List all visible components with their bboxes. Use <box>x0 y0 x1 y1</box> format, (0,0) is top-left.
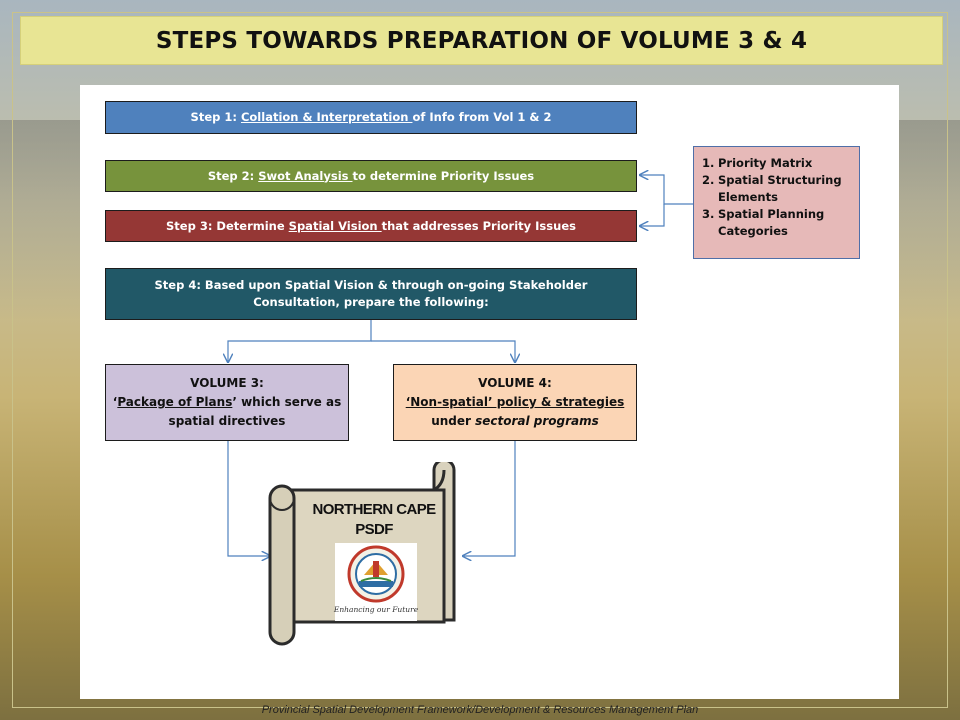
volume3-quote-open: ‘ <box>112 395 118 409</box>
volume3-line3: spatial directives <box>168 414 286 428</box>
volume4-line3-italic: sectoral programs <box>475 414 599 428</box>
list-item-text: Priority Matrix <box>718 156 813 170</box>
priority-list-box: 1. Priority Matrix 2. Spatial Structurin… <box>693 146 860 259</box>
step1-underlined: Collation & Interpretation <box>240 110 413 124</box>
step4-connector <box>228 320 372 362</box>
footer-text: Provincial Spatial Development Framework… <box>261 704 699 716</box>
step2-prefix: Step 2: <box>207 168 259 183</box>
list-item-number: 3. <box>702 207 715 221</box>
volume4-heading: VOLUME 4: <box>478 376 552 390</box>
step4-box: Step 4: Based upon Spatial Vision & thro… <box>105 268 637 320</box>
step4-line1: Step 4: Based upon Spatial Vision & thro… <box>154 278 588 292</box>
logo-caption: Enhancing our Future <box>333 605 419 614</box>
list-item-number: 1. <box>702 156 715 170</box>
northern-cape-logo <box>335 543 417 621</box>
title-bar: STEPS TOWARDS PREPARATION OF VOLUME 3 & … <box>20 16 943 65</box>
step2-box: Step 2: Swot Analysis to determine Prior… <box>105 160 637 192</box>
volume4-line3-prefix: under <box>431 414 476 428</box>
step1-prefix: Step 1: <box>190 110 241 124</box>
list-item-text: Spatial Structuring Elements <box>718 173 842 204</box>
step4-connector-vol4 <box>371 340 515 362</box>
step2-underlined: Swot Analysis <box>258 168 353 183</box>
scroll-title-line1: NORTHERN CAPE <box>312 501 436 518</box>
step4-line2: Consultation, prepare the following: <box>253 295 489 309</box>
step3-suffix: that addresses Priority Issues <box>381 218 576 233</box>
volume3-rest: ’ which serve as <box>232 395 342 409</box>
list-item: 3. Spatial Planning Categories <box>702 206 851 240</box>
vol3-connector <box>227 441 270 556</box>
volume3-heading: VOLUME 3: <box>190 376 264 390</box>
list-item-text: Spatial Planning Categories <box>718 207 825 238</box>
list-item: 1. Priority Matrix <box>702 155 851 172</box>
list-item: 2. Spatial Structuring Elements <box>702 172 851 206</box>
step1-box: Step 1: Collation & Interpretation of In… <box>105 101 637 134</box>
side-connector-step3 <box>640 204 665 226</box>
side-connector <box>640 175 693 205</box>
volume3-box: VOLUME 3: ‘Package of Plans’ which serve… <box>105 364 349 441</box>
slide-frame <box>12 12 948 708</box>
step3-underlined: Spatial Vision <box>288 218 382 233</box>
vol4-connector <box>463 441 516 556</box>
step1-suffix: of Info from Vol 1 & 2 <box>412 110 552 124</box>
step3-prefix: Step 3: Determine <box>166 218 289 233</box>
volume4-underlined: ‘Non-spatial’ policy & strategies <box>405 395 625 409</box>
step2-suffix: to determine Priority Issues <box>352 168 535 183</box>
provincial-seal-icon <box>347 545 405 603</box>
volume4-box: VOLUME 4: ‘Non-spatial’ policy & strateg… <box>393 364 637 441</box>
slide-title: STEPS TOWARDS PREPARATION OF VOLUME 3 & … <box>155 27 808 54</box>
step3-box: Step 3: Determine Spatial Vision that ad… <box>105 210 637 242</box>
list-item-number: 2. <box>702 173 715 187</box>
scroll-title-line2: PSDF <box>355 521 393 538</box>
scroll-title: NORTHERN CAPE PSDF <box>290 500 458 540</box>
volume3-underlined: Package of Plans <box>117 395 233 409</box>
